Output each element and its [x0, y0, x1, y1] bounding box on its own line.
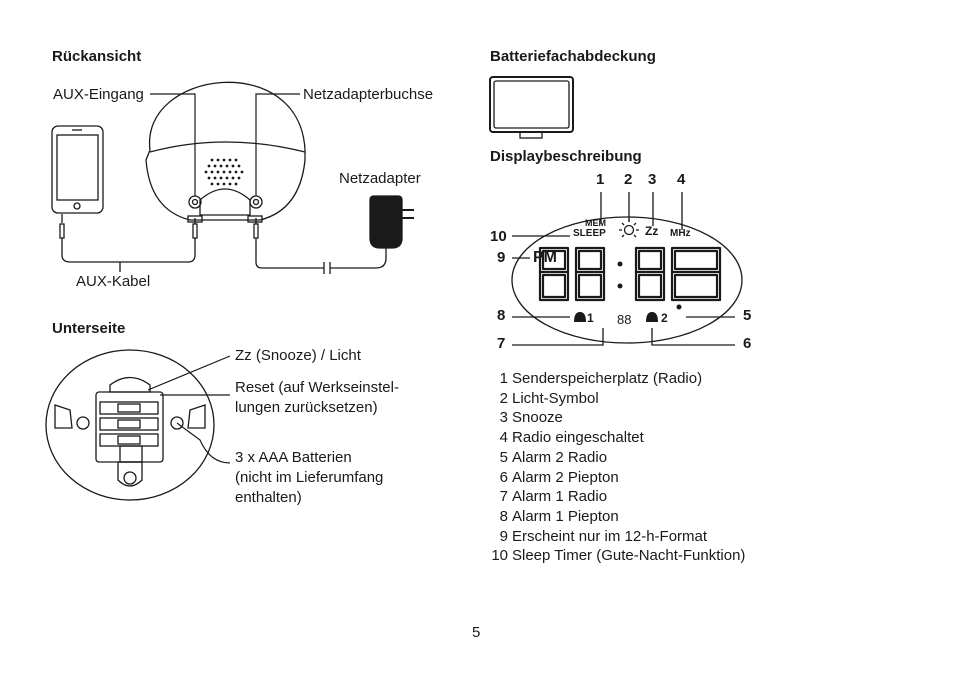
lcd-alarm1-number: 1: [587, 311, 594, 325]
smartphone-illustration: [51, 125, 104, 214]
battery-label-line1: 3 x AAA Batterien: [235, 449, 352, 466]
lcd-big-digits: [538, 246, 722, 302]
lcd-pm: PM: [533, 249, 557, 266]
aux-cable-illustration: [59, 214, 198, 272]
power-adapter-illustration: [253, 195, 414, 274]
lcd-small-digits: 88: [617, 312, 632, 327]
rear-view-title: Rückansicht: [52, 48, 142, 65]
callout-4: 4: [677, 171, 686, 188]
bottom-view-title: Unterseite: [52, 320, 126, 337]
callout-6: 6: [743, 335, 752, 352]
callout-8: 8: [497, 307, 506, 324]
battery-cover-illustration: [489, 76, 574, 139]
callout-9: 9: [497, 249, 506, 266]
callout-10: 10: [490, 228, 507, 245]
reset-label-line1: Reset (auf Werkseinstel-: [235, 379, 399, 396]
lcd-illustration: [511, 192, 743, 346]
radio-rear-illustration: [145, 81, 306, 223]
callout-2: 2: [624, 171, 633, 188]
battery-label-line2: (nicht im Lieferumfang: [235, 469, 384, 486]
callout-1: 1: [596, 171, 605, 188]
lcd-mem: MEM: [585, 218, 606, 228]
bell-icon: [574, 312, 658, 322]
lcd-snooze: Zz: [645, 224, 659, 238]
aux-in-label: AUX-Eingang: [53, 86, 144, 103]
callout-5: 5: [743, 307, 752, 324]
radio-bottom-illustration: [45, 349, 215, 501]
battery-label-line3: enthalten): [235, 489, 302, 506]
dc-jack-label: Netzadapterbuchse: [303, 86, 434, 103]
lcd-sleep: SLEEP: [573, 228, 606, 239]
callout-7: 7: [497, 335, 506, 352]
lcd-alarm2-number: 2: [661, 311, 668, 325]
reset-label-line2: lungen zurücksetzen): [235, 399, 378, 416]
snooze-light-label: Zz (Snooze) / Licht: [235, 347, 361, 364]
lcd-colon: [617, 261, 682, 310]
lcd-mhz: MHz: [670, 228, 691, 239]
display-title: Displaybeschreibung: [490, 148, 642, 165]
battery-cover-title: Batteriefachabdeckung: [490, 48, 656, 65]
aux-cable-label: AUX-Kabel: [76, 273, 151, 290]
power-adapter-label: Netzadapter: [339, 170, 421, 187]
callout-3: 3: [648, 171, 657, 188]
page-number: 5: [472, 624, 481, 641]
